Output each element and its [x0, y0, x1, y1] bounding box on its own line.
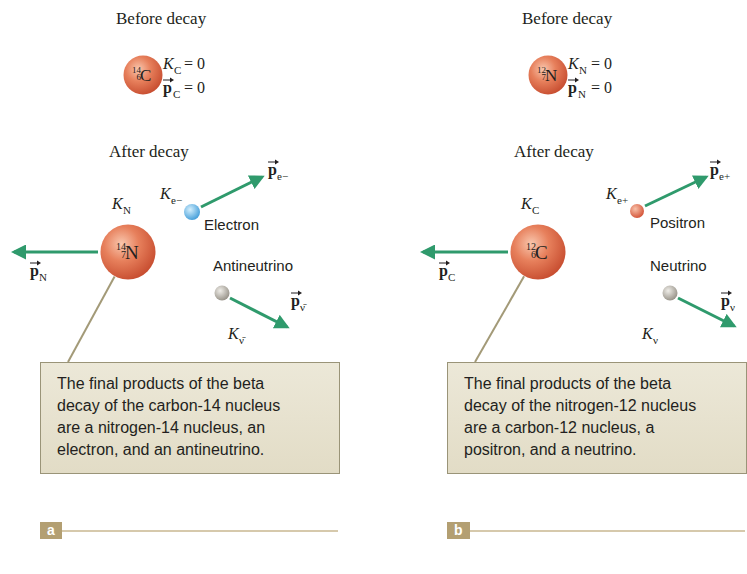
subscript: e+ [617, 195, 628, 206]
panel-letter: b [454, 522, 463, 539]
vector-arrow [710, 159, 721, 165]
nucleus-circle [511, 225, 566, 280]
antineutrino-particle [215, 286, 230, 301]
panel-rule [40, 530, 338, 532]
subscript: N [579, 65, 587, 76]
panel-tag: b [447, 522, 470, 539]
vector-arrow [268, 159, 279, 165]
vector-arrow [163, 77, 174, 83]
momentum-symbol: p [30, 263, 39, 279]
nucleus: 146C [123, 55, 163, 95]
energy-symbol: K [112, 196, 123, 212]
stage-heading: Before decay [116, 10, 206, 27]
momentum-symbol: p [163, 80, 172, 96]
momentum-symbol: p [291, 293, 300, 309]
element-symbol: C [535, 243, 548, 262]
element-symbol: N [125, 243, 139, 262]
leader-line [475, 276, 524, 362]
element-symbol: C [140, 67, 151, 84]
leader-line [68, 277, 115, 362]
electron-particle [184, 204, 200, 220]
particle-name: Neutrino [650, 258, 707, 273]
particle-name: Antineutrino [213, 258, 293, 273]
panel-letter: a [47, 522, 55, 539]
subscript: ν̄ [239, 335, 244, 346]
momentum-arrow [423, 251, 508, 254]
subscript: e+ [719, 171, 730, 182]
panel-rule [447, 530, 745, 532]
subscript: N [39, 272, 47, 283]
subscript: ν [730, 302, 735, 313]
subscript: C [174, 65, 181, 76]
momentum-symbol: p [568, 80, 577, 96]
vector-arrow [568, 77, 579, 83]
vector-arrow [721, 290, 732, 296]
subscript: e− [277, 171, 288, 182]
vector-arrow [439, 260, 450, 266]
element-symbol: N [545, 67, 557, 84]
value-text: = 0 [591, 56, 612, 72]
subscript: C [448, 272, 455, 283]
momentum-arrow [230, 298, 287, 327]
neutrino-particle [663, 286, 678, 301]
value-text: = 0 [591, 80, 612, 96]
energy-symbol: K [521, 196, 532, 212]
nucleus: 126C [510, 224, 566, 280]
callout-text: The final products of the beta decay of … [57, 373, 297, 461]
stage-heading: Before decay [522, 10, 612, 27]
stage-heading: After decay [514, 143, 594, 160]
nucleus: 147N [100, 224, 156, 280]
positron-particle [630, 204, 644, 218]
particle-name: Electron [204, 217, 259, 232]
callout-box: The final products of the beta decay of … [40, 362, 340, 474]
value-text: = 0 [184, 56, 205, 72]
subscript: e− [171, 195, 182, 206]
energy-symbol: K [160, 186, 171, 202]
nucleus-circle [101, 225, 156, 280]
particle-name: Positron [650, 215, 705, 230]
energy-symbol: K [606, 186, 617, 202]
momentum-symbol: p [439, 263, 448, 279]
vector-arrow [291, 290, 302, 296]
momentum-symbol: p [268, 162, 277, 178]
energy-symbol: K [568, 56, 579, 72]
nucleus-circle [529, 56, 568, 95]
energy-symbol: K [163, 56, 174, 72]
subscript: ν̄ [300, 302, 305, 313]
subscript: C [532, 205, 539, 216]
momentum-arrow [645, 177, 706, 206]
nucleus-circle [124, 56, 163, 95]
subscript: N [123, 205, 131, 216]
panel-tag: a [40, 522, 62, 539]
callout-text: The final products of the beta decay of … [464, 373, 704, 461]
momentum-symbol: p [710, 162, 719, 178]
subscript: ν [653, 335, 658, 346]
energy-symbol: K [228, 326, 239, 342]
subscript: C [173, 89, 180, 100]
momentum-symbol: p [721, 293, 730, 309]
subscript: N [578, 89, 586, 100]
momentum-arrow [201, 177, 262, 207]
stage-heading: After decay [109, 143, 189, 160]
momentum-arrow [14, 251, 98, 254]
energy-symbol: K [642, 326, 653, 342]
vector-arrow [30, 260, 41, 266]
nucleus: 127N [528, 55, 568, 95]
value-text: = 0 [184, 80, 205, 96]
callout-box: The final products of the beta decay of … [447, 362, 747, 474]
